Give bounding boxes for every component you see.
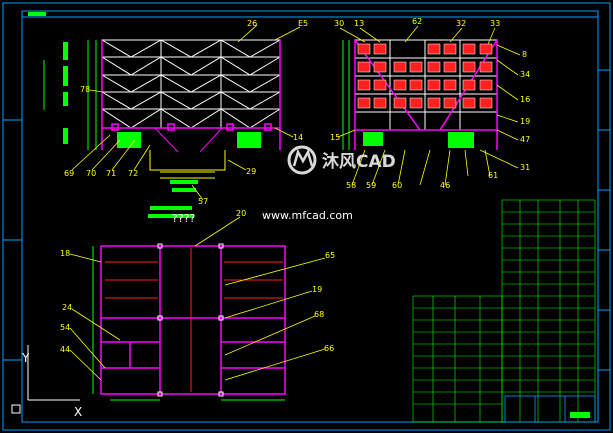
ucs-axis-icon: Y X	[11, 345, 82, 419]
axis-y-label: Y	[21, 351, 30, 365]
label-33: 33	[490, 19, 500, 28]
label-19: 19	[520, 117, 530, 126]
watermark: 沐风CAD www.mfcad.com	[262, 145, 396, 222]
frame-ticks	[3, 69, 610, 371]
label-8: 8	[522, 50, 527, 59]
label-78: 78	[80, 85, 90, 94]
label-60: 60	[392, 181, 402, 190]
label-57: 57	[198, 197, 208, 206]
label-61: 61	[488, 171, 498, 180]
label-69: 69	[64, 169, 74, 178]
watermark-url: www.mfcad.com	[262, 209, 353, 222]
label-26: 26	[247, 19, 257, 28]
label-24: 24	[62, 303, 72, 312]
label-e5: E5	[298, 19, 308, 28]
parts-list-table	[412, 295, 503, 423]
plan-view: ???? 20 18 65 19 24 54 44 68 66	[60, 206, 335, 401]
label-46: 46	[440, 181, 450, 190]
label-70: 70	[86, 169, 96, 178]
axis-x-label: X	[74, 405, 82, 419]
label-44: 44	[60, 345, 70, 354]
label-66: 66	[324, 344, 334, 353]
label-20: 20	[236, 209, 246, 218]
label-58: 58	[346, 181, 356, 190]
side-elevation: 30 13 62 32 33 8 34 16 19 15 47 31 58 59…	[330, 17, 530, 190]
label-34: 34	[520, 70, 530, 79]
watermark-logo-icon	[287, 145, 317, 175]
label-14: 14	[293, 133, 303, 142]
front-elevation: 26 E5 78 14 69 70 71 72 29 57	[43, 19, 308, 206]
label-29: 29	[246, 167, 256, 176]
label-71: 71	[106, 169, 116, 178]
label-62: 62	[412, 17, 422, 26]
label-16: 16	[520, 95, 530, 104]
label-59: 59	[366, 181, 376, 190]
label-32: 32	[456, 19, 466, 28]
label-31: 31	[520, 163, 530, 172]
plan-title: ????	[172, 212, 196, 225]
label-13: 13	[354, 19, 364, 28]
label-65: 65	[325, 251, 335, 260]
label-47: 47	[520, 135, 530, 144]
label-30: 30	[334, 19, 344, 28]
title-block	[504, 395, 596, 423]
label-68: 68	[314, 310, 324, 319]
label-54: 54	[60, 323, 70, 332]
label-72: 72	[128, 169, 138, 178]
label-19-plan: 19	[312, 285, 322, 294]
label-18: 18	[60, 249, 70, 258]
label-15: 15	[330, 133, 340, 142]
watermark-brand: 沐风CAD	[322, 152, 396, 172]
